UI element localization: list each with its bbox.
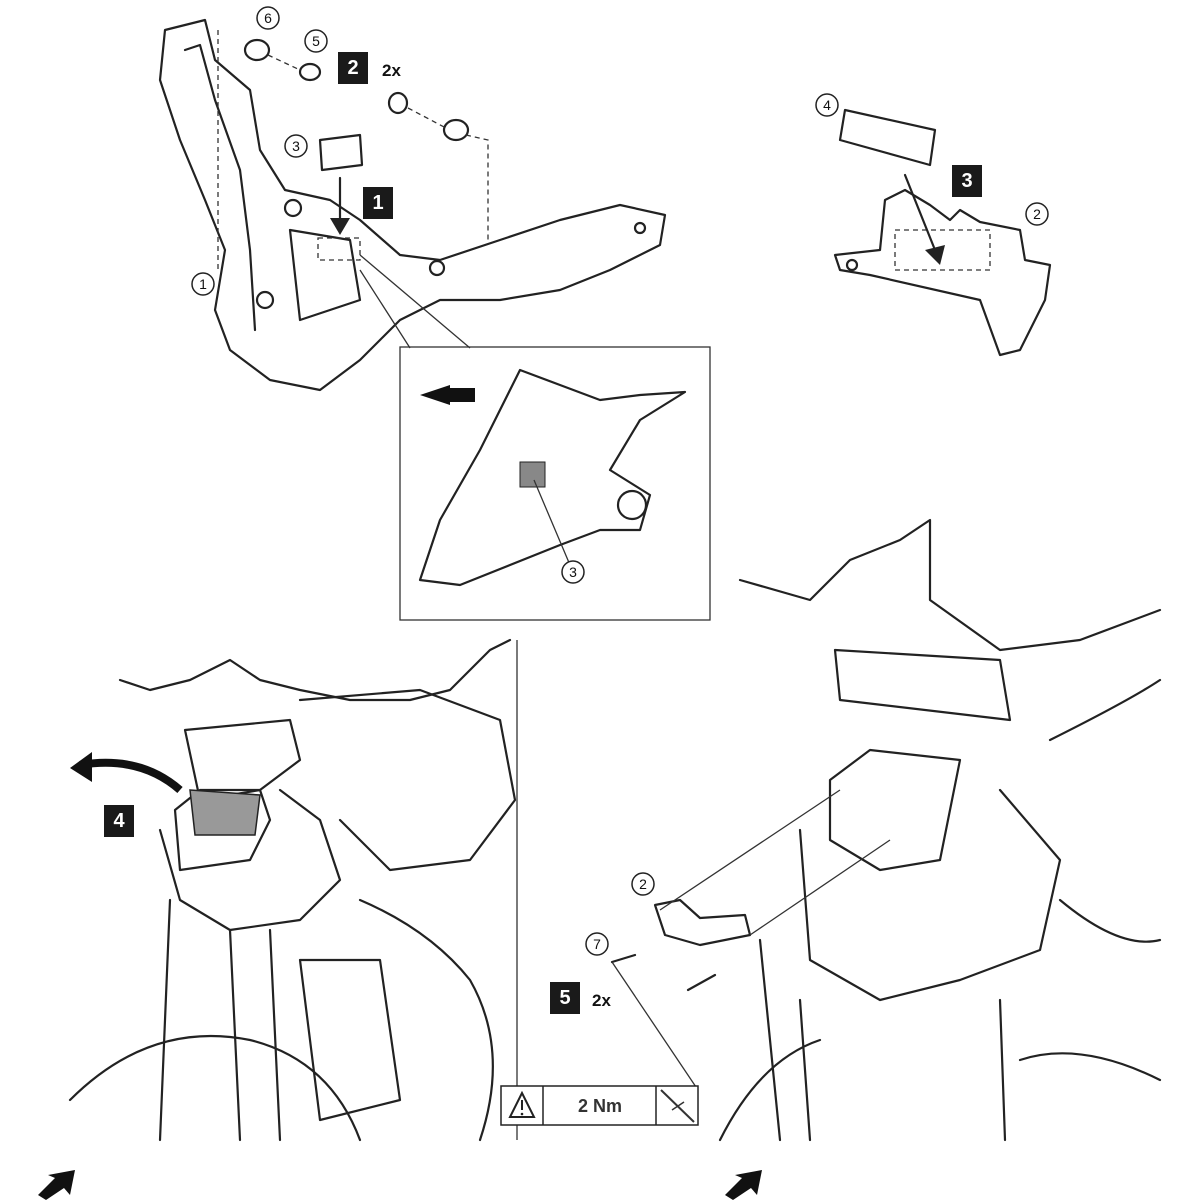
svg-text:3: 3	[292, 138, 300, 154]
torque-spec-box: 2 Nm	[500, 1085, 699, 1126]
motorcycle-front-left-drawing	[38, 638, 518, 1200]
direction-arrow-icon	[725, 1170, 762, 1200]
svg-text:1: 1	[372, 192, 383, 214]
callout-5: 5	[304, 29, 328, 53]
detail-inset	[399, 346, 711, 621]
step-2-quantity: 2x	[382, 61, 401, 80]
svg-text:3: 3	[961, 170, 972, 192]
warning-triangle-icon	[508, 1090, 536, 1118]
step-3: 3	[952, 165, 982, 197]
torque-value: 2 Nm	[578, 1096, 622, 1116]
callout-3-inset: 3	[561, 560, 585, 584]
callout-3: 3	[284, 134, 308, 158]
svg-text:2: 2	[639, 876, 647, 892]
callout-1: 1	[191, 272, 215, 296]
callout-6: 6	[256, 6, 280, 30]
callout-7: 7	[585, 932, 609, 956]
svg-text:4: 4	[823, 97, 831, 113]
screwdriver-icon	[660, 1089, 695, 1123]
step-1: 1	[363, 187, 393, 219]
motorcycle-front-right-drawing	[610, 518, 1162, 1200]
svg-text:3: 3	[569, 564, 577, 580]
svg-text:5: 5	[559, 987, 570, 1009]
step-4: 4	[104, 805, 134, 837]
step-2: 2	[338, 52, 368, 84]
step-5: 5	[550, 982, 580, 1014]
svg-text:2: 2	[1033, 206, 1041, 222]
arrow-left-icon	[420, 385, 475, 405]
callout-2: 2	[1025, 202, 1049, 226]
svg-text:1: 1	[199, 276, 207, 292]
svg-text:7: 7	[593, 936, 601, 952]
mount-bracket-drawing	[833, 108, 1052, 357]
callout-4: 4	[815, 93, 839, 117]
svg-text:2: 2	[347, 57, 358, 79]
svg-text:5: 5	[312, 33, 320, 49]
headlight-bracket-drawing	[158, 18, 667, 392]
svg-text:4: 4	[113, 810, 125, 832]
step-5-quantity: 2x	[592, 991, 611, 1010]
direction-arrow-icon	[38, 1170, 75, 1200]
svg-text:6: 6	[264, 10, 272, 26]
callout-2-bike: 2	[631, 872, 655, 896]
